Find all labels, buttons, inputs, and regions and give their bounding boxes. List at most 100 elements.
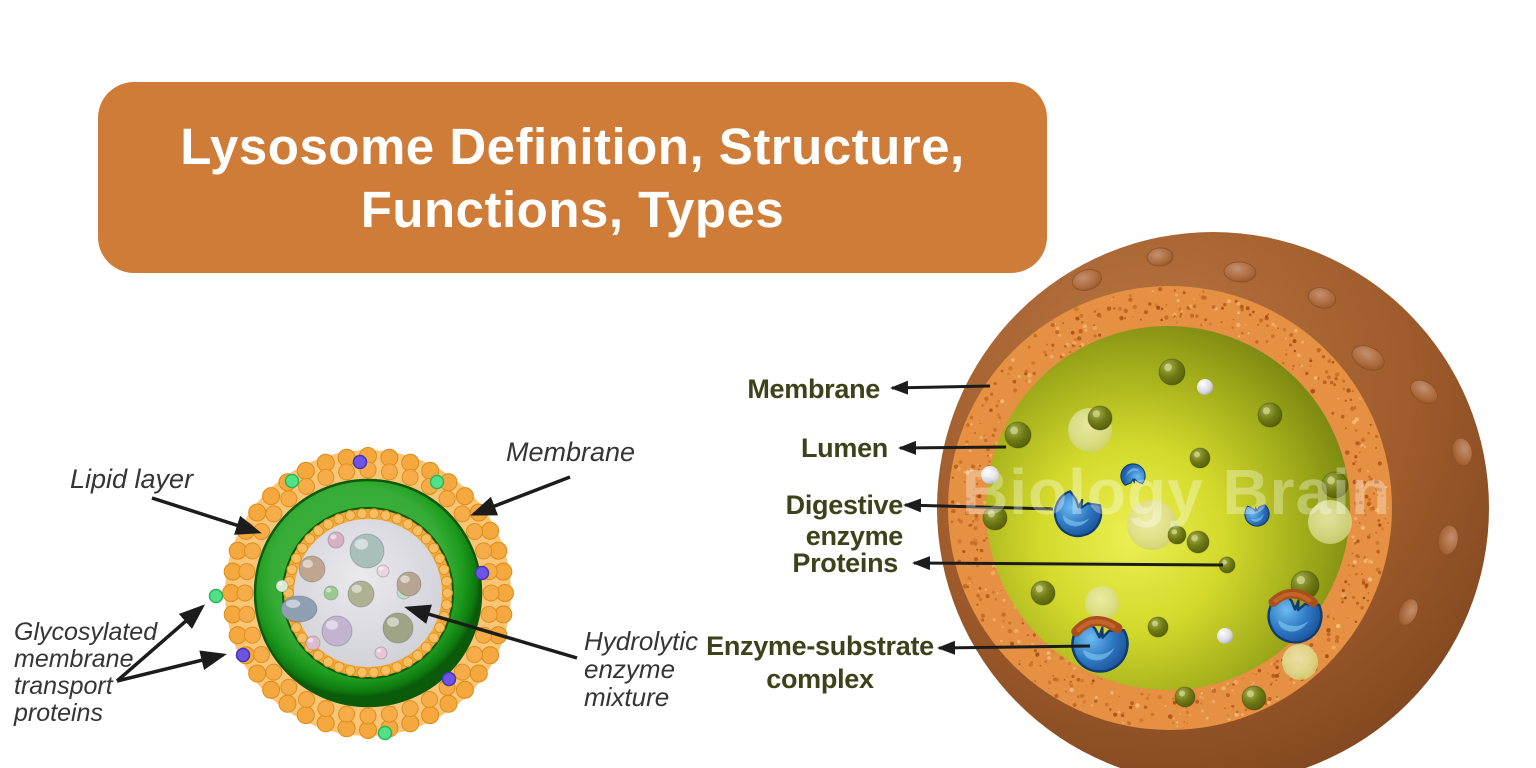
lipid-bump xyxy=(338,463,356,481)
speckle xyxy=(1335,635,1340,640)
speckle xyxy=(1366,470,1370,473)
transport-protein-dot-purple xyxy=(441,671,457,687)
protein-highlight xyxy=(1171,529,1178,535)
speckle xyxy=(1185,707,1188,709)
speckle xyxy=(1052,675,1055,677)
speckle xyxy=(1080,678,1084,683)
lumen-vacuoles xyxy=(1068,408,1352,680)
white-granules xyxy=(981,379,1233,644)
speckle xyxy=(1264,315,1269,321)
lipid-bead xyxy=(380,665,392,676)
lipid-bead xyxy=(304,533,316,545)
speckle xyxy=(978,586,982,590)
speckle xyxy=(1204,318,1208,322)
vesicle-highlight xyxy=(277,581,283,586)
lipid-bead xyxy=(368,666,380,678)
speckle xyxy=(1356,539,1360,543)
speckle xyxy=(980,618,985,622)
speckle xyxy=(1172,312,1177,317)
white-granule xyxy=(1197,379,1213,395)
speckle xyxy=(1332,617,1335,620)
speckle xyxy=(1257,323,1259,326)
speckle xyxy=(990,570,996,576)
speckle xyxy=(1354,455,1358,459)
speckle xyxy=(1377,487,1383,493)
speckle xyxy=(1367,535,1371,539)
speckle xyxy=(1113,712,1118,717)
arrow-digestive-enzyme xyxy=(903,498,1054,513)
surface-spot xyxy=(1410,379,1438,405)
speckle xyxy=(1369,423,1372,426)
enzyme-vesicle xyxy=(374,646,388,660)
speckle xyxy=(989,408,993,412)
speckle xyxy=(1010,641,1014,646)
speckle xyxy=(1143,310,1149,315)
label-membrane-left: Membrane xyxy=(506,437,636,467)
surface-spot xyxy=(1307,287,1337,309)
speckle xyxy=(1001,612,1006,617)
lipid-bump xyxy=(481,521,500,540)
speckle xyxy=(1367,475,1371,479)
speckle xyxy=(1178,307,1182,311)
speckle xyxy=(1315,638,1318,641)
speckle xyxy=(1367,577,1373,582)
speckle xyxy=(1289,343,1292,347)
protein-highlight xyxy=(1191,534,1198,542)
speckle xyxy=(1051,650,1054,653)
speckle xyxy=(1337,397,1340,400)
speckle xyxy=(1017,640,1021,644)
speckle xyxy=(1231,704,1235,708)
speckle xyxy=(1164,315,1169,320)
speckle xyxy=(1326,615,1330,618)
speckle xyxy=(1123,308,1129,314)
speckle xyxy=(1226,682,1230,686)
speckle xyxy=(963,471,966,474)
lipid-bead xyxy=(412,525,424,537)
lipid-bump xyxy=(280,490,298,508)
lipid-bump xyxy=(248,664,267,683)
speckle xyxy=(1239,304,1244,309)
speckle xyxy=(1221,306,1224,310)
speckle xyxy=(1252,672,1254,675)
speckle xyxy=(1226,692,1230,697)
speckle xyxy=(977,464,979,466)
speckle xyxy=(1375,531,1378,534)
speckle xyxy=(977,494,982,499)
lipid-bead xyxy=(283,587,294,599)
speckle xyxy=(988,460,991,463)
speckle xyxy=(1345,450,1350,455)
speckle xyxy=(1073,338,1078,342)
speckle xyxy=(1173,718,1175,720)
speckle xyxy=(1165,304,1168,306)
speckle xyxy=(1093,324,1096,327)
surface-spot xyxy=(1146,247,1174,267)
lipid-bump xyxy=(401,700,419,718)
inner-lipid-beads xyxy=(283,508,453,678)
speckle xyxy=(1292,368,1294,371)
lipid-bump xyxy=(265,663,283,681)
lipid-bead xyxy=(412,649,424,661)
speckle xyxy=(1209,322,1212,326)
speckle xyxy=(1221,686,1226,691)
speckle xyxy=(1007,629,1013,634)
speckle xyxy=(1024,372,1028,376)
speckle xyxy=(1033,680,1036,683)
arrow-glycosylated-1 xyxy=(115,604,206,683)
speckle xyxy=(1232,319,1235,321)
lipid-bump xyxy=(401,453,420,472)
speckle xyxy=(1231,326,1235,330)
speckle xyxy=(1139,318,1142,321)
speckle xyxy=(1347,564,1350,567)
speckle xyxy=(1186,722,1188,724)
label-enzyme-substrate-complex: Enzyme-substrate complex xyxy=(706,631,934,694)
speckle xyxy=(1242,327,1245,329)
speckle xyxy=(951,509,956,514)
protein-granule xyxy=(982,505,1008,531)
speckle xyxy=(1259,318,1264,323)
arrow-lumen xyxy=(898,440,1007,455)
speckle xyxy=(1117,710,1121,714)
page-title-line1: Lysosome Definition, Structure, xyxy=(180,117,965,175)
speckle xyxy=(1309,364,1312,367)
speckle xyxy=(1381,494,1384,497)
lipid-bump xyxy=(380,463,398,481)
